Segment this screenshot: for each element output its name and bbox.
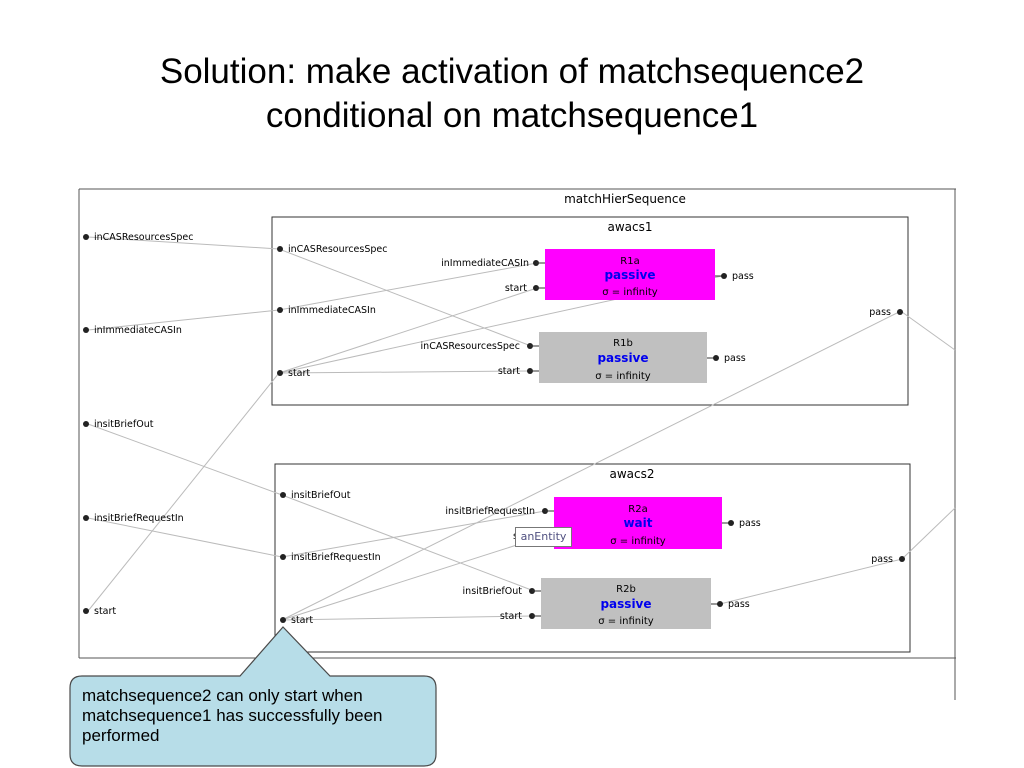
atomic-model-r1b[interactable]: R1b passive σ = infinity inCASResourcesS… (421, 332, 746, 383)
port-dot (83, 515, 89, 521)
coupling-line (719, 558, 903, 605)
port-dot (721, 273, 727, 279)
port-dot (277, 246, 283, 252)
coupling-line (278, 370, 532, 374)
r2a-state: wait (623, 516, 652, 530)
r2a-in-label: insitBriefRequestIn (445, 506, 535, 517)
slide-title: Solution: make activation of matchsequen… (0, 50, 1024, 138)
port-dot (897, 309, 903, 315)
awacs1-ports: inCASResourcesSpec inImmediateCASIn star… (277, 244, 903, 379)
callout-text: matchsequence2 can only start when match… (82, 686, 383, 745)
r2b-box (541, 578, 711, 629)
r1b-sigma: σ = infinity (595, 371, 651, 382)
r2b-out-label: pass (728, 599, 750, 610)
port-dot (280, 617, 286, 623)
coupling-line (281, 311, 900, 621)
awacs2-out-label: pass (871, 554, 893, 565)
r2b-name: R2b (616, 584, 636, 595)
outer-port-label: inCASResourcesSpec (94, 232, 193, 243)
r2a-box (554, 497, 722, 549)
port-dot (83, 608, 89, 614)
r2b-in-label: insitBriefOut (463, 586, 523, 597)
coupling-lines (87, 236, 956, 621)
coupling-line (278, 287, 538, 374)
r2a-sigma: σ = infinity (610, 536, 666, 547)
awacs2-port-label: insitBriefOut (291, 490, 351, 501)
port-dot (280, 554, 286, 560)
r2b-state: passive (600, 597, 651, 611)
port-dot (899, 556, 905, 562)
awacs2-ports: insitBriefOut insitBriefRequestIn start … (280, 490, 905, 626)
coupling-line (281, 615, 534, 621)
r1a-name: R1a (620, 256, 639, 267)
port-dot (713, 355, 719, 361)
awacs1-port-label: inImmediateCASIn (288, 305, 376, 316)
r1b-state: passive (597, 351, 648, 365)
r1b-in-label: inCASResourcesSpec (421, 341, 520, 352)
r1a-out-label: pass (732, 271, 754, 282)
coupling-line (281, 535, 546, 621)
coupling-line (901, 507, 956, 560)
coupling-line (87, 423, 283, 496)
outer-input-ports: inCASResourcesSpec inImmediateCASIn insi… (83, 232, 193, 617)
r1b-name: R1b (613, 338, 633, 349)
title-line-2: conditional on matchsequence1 (265, 96, 759, 135)
port-dot (83, 421, 89, 427)
r1a-sigma: σ = infinity (602, 287, 658, 298)
r1b-box (539, 332, 707, 383)
outer-port-label: insitBriefOut (94, 419, 154, 430)
outer-port-label: insitBriefRequestIn (94, 513, 184, 524)
r1a-start-label: start (505, 283, 527, 294)
port-dot (728, 520, 734, 526)
port-dot (277, 370, 283, 376)
port-dot (280, 492, 286, 498)
port-dot (717, 601, 723, 607)
port-dot (83, 234, 89, 240)
awacs1-port-label: start (288, 368, 310, 379)
coupling-line (281, 494, 535, 592)
coupling-line (87, 372, 280, 612)
coupling-line (901, 311, 956, 351)
awacs2-frame (274, 463, 911, 653)
awacs2-port-label: insitBriefRequestIn (291, 552, 381, 563)
outer-model-name: matchHierSequence (564, 192, 686, 206)
coupling-line (278, 262, 538, 311)
r2a-out-label: pass (739, 518, 761, 529)
r1b-start-label: start (498, 366, 520, 377)
r1a-box (545, 249, 715, 300)
r2b-start-label: start (500, 611, 522, 622)
awacs1-name: awacs1 (607, 220, 652, 234)
outer-port-label: inImmediateCASIn (94, 325, 182, 336)
r1a-in-label: inImmediateCASIn (441, 258, 529, 269)
awacs1-out-label: pass (869, 307, 891, 318)
awacs1-port-label: inCASResourcesSpec (288, 244, 387, 255)
coupling-line (87, 236, 280, 250)
outer-port-label: start (94, 606, 116, 617)
port-dot (277, 307, 283, 313)
r1a-state: passive (604, 268, 655, 282)
r1b-out-label: pass (724, 353, 746, 364)
r2b-sigma: σ = infinity (598, 616, 654, 627)
port-dot (83, 327, 89, 333)
r2a-name: R2a (628, 504, 647, 515)
atomic-model-r1a[interactable]: R1a passive σ = infinity inImmediateCASI… (441, 249, 754, 300)
atomic-model-r2b[interactable]: R2b passive σ = infinity insitBriefOut s… (463, 578, 750, 629)
atomic-model-r2a[interactable]: R2a wait σ = infinity insitBriefRequestI… (445, 497, 761, 549)
entity-tooltip: anEntity (515, 527, 572, 547)
title-line-1: Solution: make activation of matchsequen… (159, 52, 865, 91)
awacs2-port-label: start (291, 615, 313, 626)
coupling-line (281, 510, 546, 558)
coupling-line (87, 309, 280, 331)
coupling-line (278, 248, 532, 347)
coupling-line (87, 517, 283, 558)
callout-shape (69, 626, 437, 767)
awacs2-name: awacs2 (609, 467, 654, 481)
